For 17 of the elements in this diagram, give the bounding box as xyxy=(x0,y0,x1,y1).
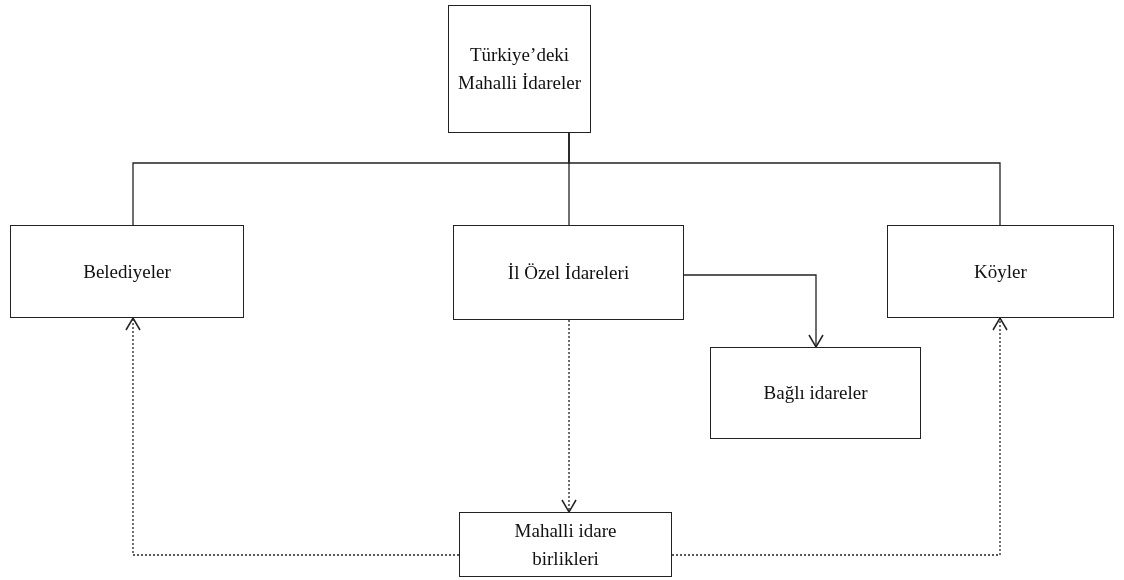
arrow xyxy=(671,317,1008,556)
org-box xyxy=(453,225,684,320)
box-label: Bağlı idareler xyxy=(763,381,868,406)
org-box xyxy=(448,5,591,133)
org-box xyxy=(710,347,921,439)
arrow xyxy=(561,319,577,513)
box-label: Köyler xyxy=(974,259,1027,284)
arrow xyxy=(125,317,460,556)
org-box xyxy=(10,225,244,318)
arrow xyxy=(683,274,824,348)
org-box xyxy=(887,225,1114,318)
org-box xyxy=(459,512,672,577)
box-label: Mahalli idare birlikleri xyxy=(513,518,618,571)
box-label: İl Özel İdareleri xyxy=(507,260,630,285)
connector-line xyxy=(568,132,1001,226)
box-label: Belediyeler xyxy=(83,259,171,284)
box-label: Türkiye’deki Mahalli İdareler xyxy=(457,43,582,95)
